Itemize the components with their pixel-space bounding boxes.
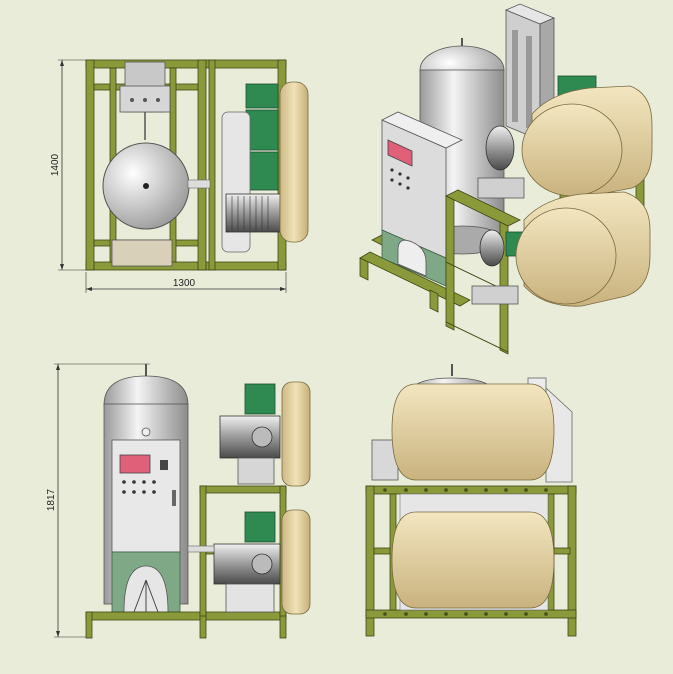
vertical-tank: [103, 364, 189, 613]
spherical-tank: [102, 142, 211, 230]
control-display: [119, 454, 151, 474]
dimension-label-1400: 1400: [50, 153, 61, 176]
front-view: 1817: [46, 363, 311, 639]
side-view-upper-pulley: [391, 383, 555, 481]
dimension-1817: 1817: [46, 363, 150, 638]
side-view-lower-pulley: [391, 511, 555, 609]
top-view-motor-assembly: [221, 81, 309, 253]
top-bracket: [119, 61, 171, 140]
base-box: [111, 239, 173, 267]
dimension-label-1300: 1300: [173, 278, 196, 289]
dimension-1400: 1400: [50, 59, 86, 271]
dimension-label-1817: 1817: [46, 488, 57, 511]
iso-upper-pulley: [521, 85, 653, 197]
iso-lower-pulley: [515, 191, 651, 307]
dimension-1300: 1300: [85, 272, 287, 293]
top-view: 1400 1300: [50, 59, 309, 293]
side-view: [365, 364, 577, 637]
front-view-upper-motor: [219, 381, 311, 487]
iso-control-cabinet: [381, 111, 463, 287]
isometric-view: [359, 3, 653, 355]
front-view-lower-motor: [187, 509, 311, 615]
